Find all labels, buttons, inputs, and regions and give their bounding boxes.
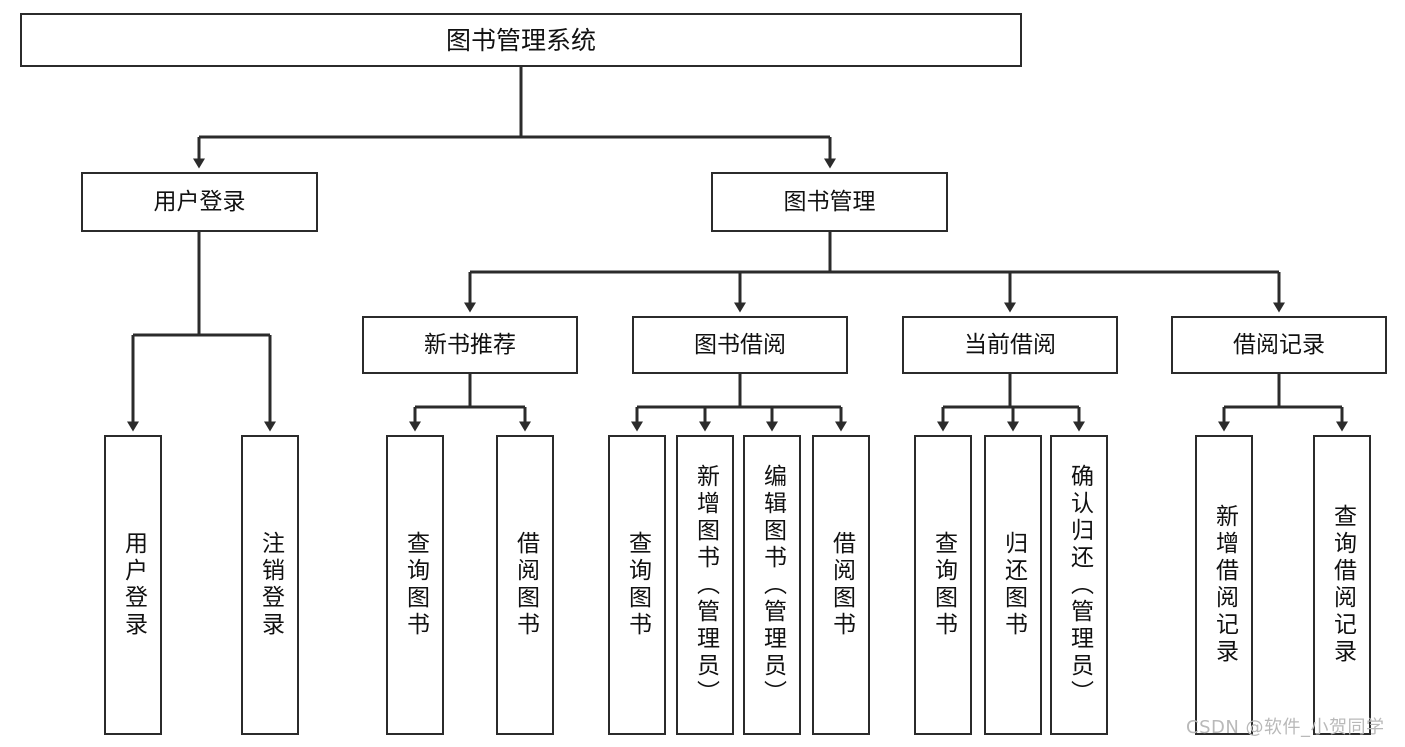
leaf-record-add[interactable]: 新增借阅记录 (1195, 435, 1253, 735)
leaf-logout-label: 注销登录 (257, 531, 284, 639)
leaf-borrow-query-book[interactable]: 查询图书 (608, 435, 666, 735)
leaf-current-query-book-label: 查询图书 (930, 531, 957, 639)
leaf-newbook-query-book[interactable]: 查询图书 (386, 435, 444, 735)
leaf-newbook-borrow-book-label: 借阅图书 (512, 531, 539, 639)
leaf-borrow-borrow-book-label: 借阅图书 (828, 531, 855, 639)
leaf-current-return-book-label: 归还图书 (1000, 531, 1027, 639)
node-current-borrow-label: 当前借阅 (964, 331, 1056, 358)
node-current-borrow[interactable]: 当前借阅 (902, 316, 1118, 374)
node-book-manage[interactable]: 图书管理 (711, 172, 948, 232)
leaf-record-query[interactable]: 查询借阅记录 (1313, 435, 1371, 735)
node-root-system-label: 图书管理系统 (445, 25, 596, 55)
leaf-borrow-edit-book[interactable]: 编辑图书（管理员） (743, 435, 801, 735)
leaf-newbook-query-book-label: 查询图书 (402, 531, 429, 639)
node-user-login-label: 用户登录 (153, 188, 246, 215)
node-book-manage-label: 图书管理 (783, 188, 876, 215)
leaf-logout[interactable]: 注销登录 (241, 435, 299, 735)
node-borrow-record-label: 借阅记录 (1233, 331, 1325, 358)
leaf-borrow-add-book-label: 新增图书（管理员） (692, 463, 719, 707)
leaf-current-query-book[interactable]: 查询图书 (914, 435, 972, 735)
node-new-book-recommend[interactable]: 新书推荐 (362, 316, 578, 374)
leaf-record-add-label: 新增借阅记录 (1211, 504, 1238, 666)
node-new-book-recommend-label: 新书推荐 (424, 331, 516, 358)
leaf-borrow-query-book-label: 查询图书 (624, 531, 651, 639)
leaf-user-login-label: 用户登录 (120, 531, 147, 639)
node-borrow-record[interactable]: 借阅记录 (1171, 316, 1387, 374)
leaf-borrow-add-book[interactable]: 新增图书（管理员） (676, 435, 734, 735)
leaf-borrow-borrow-book[interactable]: 借阅图书 (812, 435, 870, 735)
leaf-current-return-book[interactable]: 归还图书 (984, 435, 1042, 735)
leaf-current-confirm-return-label: 确认归还（管理员） (1066, 463, 1093, 707)
node-user-login[interactable]: 用户登录 (81, 172, 318, 232)
watermark-text: CSDN @软件_小贺同学 (1186, 717, 1385, 738)
leaf-record-query-label: 查询借阅记录 (1329, 504, 1356, 666)
node-root-system[interactable]: 图书管理系统 (20, 13, 1022, 67)
leaf-newbook-borrow-book[interactable]: 借阅图书 (496, 435, 554, 735)
leaf-current-confirm-return[interactable]: 确认归还（管理员） (1050, 435, 1108, 735)
node-book-borrow[interactable]: 图书借阅 (632, 316, 848, 374)
node-book-borrow-label: 图书借阅 (694, 331, 786, 358)
leaf-borrow-edit-book-label: 编辑图书（管理员） (759, 463, 786, 707)
leaf-user-login[interactable]: 用户登录 (104, 435, 162, 735)
